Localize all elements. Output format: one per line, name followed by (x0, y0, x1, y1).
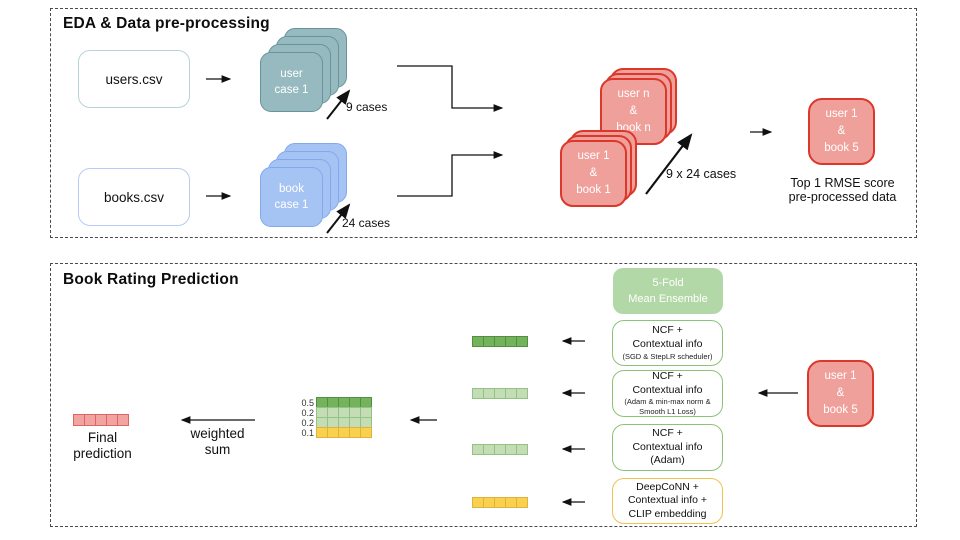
output-vector-model3 (472, 444, 528, 455)
weight-label-1: 0.5 (301, 397, 314, 408)
merged-back-line1: user n (617, 88, 650, 101)
ensemble-line2: Mean Ensemble (628, 293, 708, 305)
final-label-line2: prediction (73, 446, 132, 462)
model1-line2: Contextual info (632, 338, 703, 351)
merged-front-front-card: user 1 & book 1 (560, 140, 627, 207)
output-vector-model4 (472, 497, 528, 508)
model-box-ncf-adam: NCF + Contextual info (Adam) (612, 424, 723, 471)
final-prediction-vector (73, 414, 129, 426)
input-card-line1: user 1 (824, 370, 857, 383)
prediction-input-card: user 1 & book 5 (807, 360, 874, 427)
model2-line2: Contextual info (632, 383, 703, 396)
book-stack-front-card: book case 1 (260, 167, 323, 227)
model3-line2: Contextual info (632, 440, 703, 453)
weight-matrix: 0.5 0.2 0.2 0.1 (292, 397, 372, 438)
output-vector-model2 (472, 388, 528, 399)
books-csv-label: books.csv (103, 189, 165, 205)
matrix-row: 0.2 (292, 407, 372, 418)
final-label-line1: Final (87, 430, 118, 445)
model3-line3: (Adam) (650, 454, 685, 467)
users-csv-box: users.csv (78, 50, 190, 108)
model4-line2: Contextual info + (627, 494, 708, 507)
user-cases-count-label: 9 cases (346, 100, 388, 114)
model4-line3: CLIP embedding (628, 507, 707, 520)
result-card-line3: book 5 (824, 141, 859, 154)
book-cases-count-label: 24 cases (342, 216, 391, 230)
input-card-line3: book 5 (823, 403, 858, 416)
user-stack-front-card: user case 1 (260, 52, 323, 112)
model4-line1: DeepCoNN + (636, 480, 699, 493)
output-vector-model1 (472, 336, 528, 347)
final-prediction-label: Final prediction (65, 430, 140, 462)
merged-front-line1: user 1 (577, 150, 610, 163)
input-card-line2: & (836, 387, 845, 400)
result-caption: Top 1 RMSE score pre-processed data (770, 176, 915, 205)
model2-line1: NCF + (652, 370, 683, 383)
model-box-ncf-sgd: NCF + Contextual info (SGD & StepLR sche… (612, 320, 723, 366)
matrix-row: 0.1 (292, 427, 372, 438)
weight-label-2: 0.2 (301, 407, 314, 418)
books-csv-box: books.csv (78, 168, 190, 226)
model2-detail2: Smooth L1 Loss) (639, 407, 696, 417)
weighted-sum-line2: sum (204, 441, 231, 457)
book-stack-line1: book (279, 182, 304, 195)
top1-result-card: user 1 & book 5 (808, 98, 875, 165)
model3-line1: NCF + (652, 427, 683, 440)
weighted-sum-label: weighted sum (180, 426, 255, 457)
result-card-line2: & (837, 125, 846, 138)
ensemble-box: 5-Fold Mean Ensemble (613, 268, 723, 314)
matrix-row: 0.2 (292, 417, 372, 428)
result-caption-line1: Top 1 RMSE score (790, 176, 895, 190)
user-stack-line2: case 1 (274, 84, 309, 96)
prediction-panel-title: Book Rating Prediction (63, 271, 239, 288)
merged-back-line2: & (629, 105, 638, 118)
weighted-sum-line1: weighted (190, 426, 245, 441)
model-box-ncf-adam-minmax: NCF + Contextual info (Adam & min-max no… (612, 370, 723, 417)
weight-label-4: 0.1 (301, 427, 314, 438)
merged-cases-count-label: 9 x 24 cases (666, 167, 737, 181)
model-box-deepconn: DeepCoNN + Contextual info + CLIP embedd… (612, 478, 723, 524)
user-stack-line1: user (280, 67, 303, 80)
merged-front-line2: & (589, 167, 598, 180)
result-caption-line2: pre-processed data (788, 190, 897, 205)
ensemble-line1: 5-Fold (652, 276, 684, 289)
users-csv-label: users.csv (105, 71, 163, 87)
model1-line1: NCF + (652, 324, 683, 337)
eda-panel (50, 8, 917, 238)
merged-front-line3: book 1 (576, 183, 611, 196)
weight-label-3: 0.2 (301, 417, 314, 428)
result-card-line1: user 1 (825, 108, 858, 121)
eda-panel-title: EDA & Data pre-processing (63, 15, 270, 32)
model1-detail: (SGD & StepLR scheduler) (622, 351, 713, 361)
model2-detail1: (Adam & min-max norm & (624, 397, 711, 407)
prediction-panel (50, 263, 917, 527)
book-stack-line2: case 1 (274, 199, 309, 211)
